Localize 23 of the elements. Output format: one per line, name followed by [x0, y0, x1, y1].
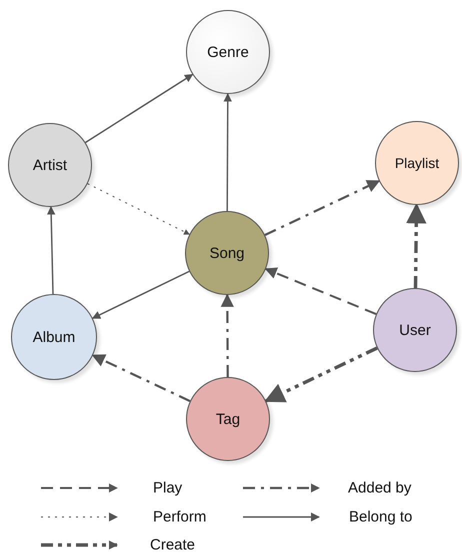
entity-circle: User	[373, 288, 457, 372]
arrow	[92, 354, 190, 402]
legend-label: Added by	[348, 480, 412, 496]
legend-label: Create	[150, 536, 196, 554]
entity-circle: Artist	[8, 123, 92, 207]
legend-label: Belong to	[349, 508, 412, 526]
arrow	[224, 93, 232, 211]
arrow	[85, 74, 194, 144]
arrow	[406, 202, 426, 288]
entity-circle: Album	[11, 294, 97, 380]
arrow	[220, 294, 234, 377]
arrow	[264, 267, 377, 315]
arrow	[46, 206, 56, 294]
arrow	[92, 270, 190, 319]
legend-label: Perform	[153, 508, 206, 526]
arrow	[264, 346, 378, 402]
arrow	[264, 180, 380, 236]
entity-circle: Song	[185, 211, 269, 295]
entity-circle: Tag	[186, 377, 270, 461]
arrow	[87, 183, 190, 235]
entity-circle: Playlist	[375, 121, 459, 205]
entity-circle: Genre	[186, 10, 270, 94]
legend-label: Play	[153, 480, 182, 496]
